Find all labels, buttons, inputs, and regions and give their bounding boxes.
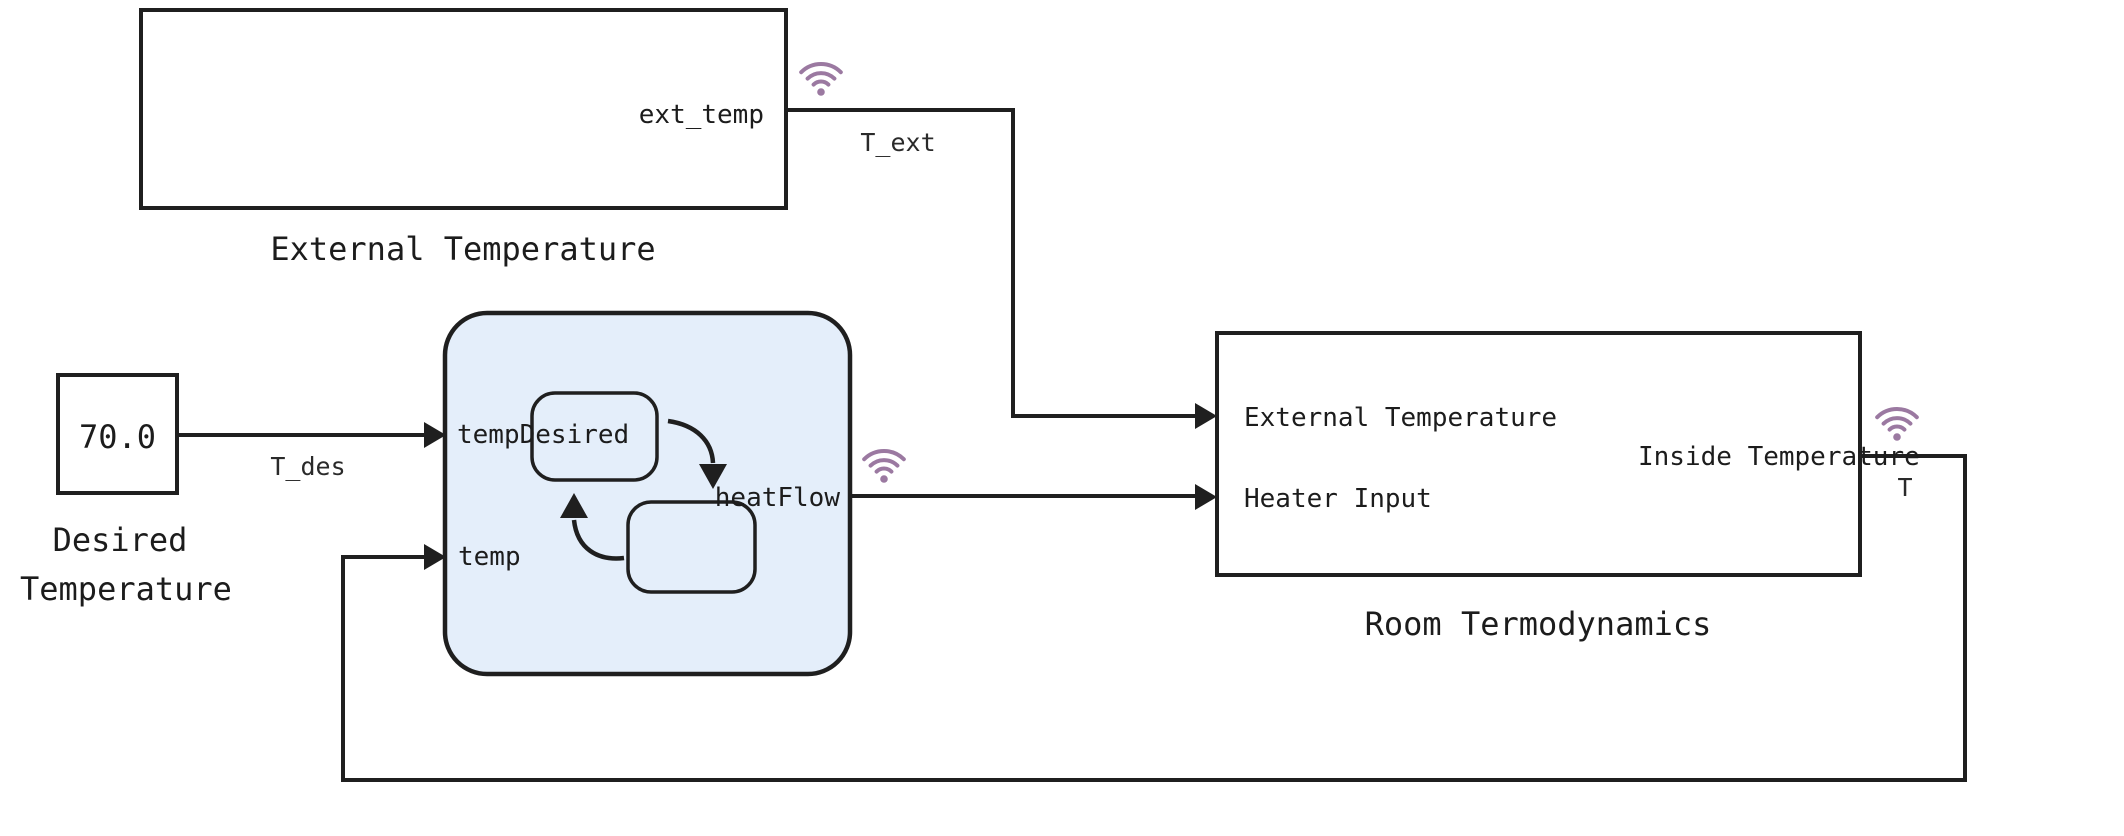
chart-transition-down[interactable] bbox=[667, 418, 727, 489]
wifi-icon[interactable] bbox=[799, 62, 843, 96]
signal-wire-t-des[interactable] bbox=[177, 422, 446, 448]
room-thermodynamics-block[interactable] bbox=[1215, 331, 1862, 577]
arrowhead-t-des bbox=[424, 422, 446, 448]
arrowhead-temp-feedback bbox=[424, 544, 446, 570]
room-input-heater-input-label: Heater Input bbox=[1244, 484, 1432, 514]
ext-temp-port-label: ext_temp bbox=[638, 100, 764, 130]
wifi-icon[interactable] bbox=[1875, 407, 1919, 441]
room-output-inside-temperature-label: Inside Temperature bbox=[1638, 442, 1920, 472]
signal-wire-heatflow[interactable] bbox=[850, 484, 1217, 510]
chart-transition-up[interactable] bbox=[560, 493, 625, 561]
room-input-external-temperature-label: External Temperature bbox=[1244, 403, 1558, 433]
chart-input-temp-label: temp bbox=[458, 542, 521, 572]
chart-state-upper[interactable] bbox=[530, 391, 659, 482]
constant-value-label: 70.0 bbox=[78, 418, 157, 456]
signal-wire-t-ext[interactable] bbox=[786, 108, 1217, 429]
signal-label-t: T bbox=[1897, 473, 1913, 502]
signal-label-t-ext: T_ext bbox=[860, 128, 936, 157]
arrowhead-heatflow bbox=[1195, 484, 1217, 510]
room-thermodynamics-block-caption: Room Termodynamics bbox=[1364, 605, 1712, 643]
transition-up-arrowhead bbox=[560, 493, 588, 518]
transition-down-arrowhead bbox=[699, 464, 727, 489]
signal-wire-t-feedback[interactable] bbox=[341, 454, 1967, 782]
desired-temperature-caption-line2: Temperature bbox=[20, 570, 232, 608]
signal-label-t-des: T_des bbox=[270, 452, 346, 481]
external-temperature-block-caption: External Temperature bbox=[270, 230, 656, 268]
desired-temperature-caption-line1: Desired bbox=[52, 521, 188, 559]
desired-temperature-constant-block[interactable] bbox=[56, 373, 179, 495]
chart-input-tempdesired-label: tempDesired bbox=[457, 420, 630, 450]
external-temperature-block[interactable] bbox=[139, 8, 788, 210]
chart-output-heatflow-label: heatFlow bbox=[714, 483, 840, 513]
wifi-icon[interactable] bbox=[862, 449, 906, 483]
chart-state-lower[interactable] bbox=[626, 500, 757, 594]
arrowhead-t-ext bbox=[1195, 403, 1217, 429]
